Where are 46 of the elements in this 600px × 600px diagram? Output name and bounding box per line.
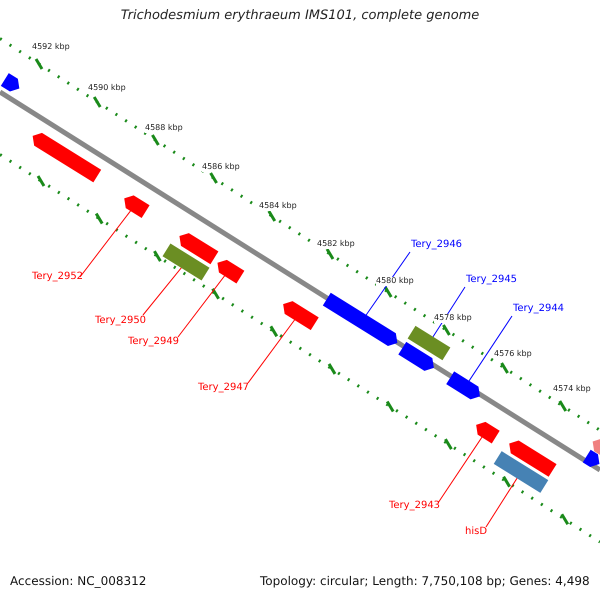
gene-bar	[162, 244, 210, 280]
scale-label: 4578 kbp	[434, 314, 472, 323]
gene-label: hisD	[465, 526, 488, 537]
gene-arrow-shape	[446, 371, 480, 400]
gene-arrow-shape	[283, 301, 319, 330]
scale-label: 4586 kbp	[202, 163, 240, 172]
footer-text: Topology: circular; Length: 7,750,108 bp; Genes: 4,498	[260, 575, 590, 588]
scale-label: 4582 kbp	[317, 240, 355, 249]
scale-label: 4592 kbp	[32, 43, 70, 52]
gene-label: Tery_2947	[198, 382, 250, 393]
leader-line	[248, 319, 296, 384]
gene-arrow-shape	[582, 450, 600, 468]
gene-label: Tery_2945	[466, 274, 518, 285]
title: Trichodesmium erythraeum IMS101, complete genome	[120, 9, 480, 24]
scale-label: 4574 kbp	[553, 385, 591, 394]
footer-text: Accession: NC_008312	[10, 575, 146, 588]
gene-bar	[494, 451, 548, 493]
gene-arrow-shape	[476, 422, 500, 444]
gene-arrow-shape	[217, 260, 244, 284]
scale-label: 4590 kbp	[88, 84, 126, 93]
leader-line	[486, 477, 518, 528]
leader-line	[178, 274, 226, 338]
gene-label: Tery_2950	[95, 315, 146, 326]
leader-line	[438, 436, 483, 504]
gene-arrow-shape	[32, 132, 102, 182]
gene-arrow-shape	[322, 292, 398, 346]
gene-label: Tery_2944	[513, 303, 564, 314]
gene-label: Tery_2946	[411, 239, 462, 250]
scale-label: 4588 kbp	[145, 124, 183, 133]
gene-arrow-shape	[124, 195, 150, 218]
scale-label: 4576 kbp	[494, 350, 532, 359]
gene-label: Tery_2943	[389, 500, 440, 511]
scale-label: 4584 kbp	[259, 202, 297, 211]
gene-label: Tery_2952	[32, 271, 84, 282]
leader-line	[468, 316, 512, 382]
gene-label: Tery_2949	[128, 336, 180, 347]
gene-arrow-shape	[509, 440, 557, 477]
leader-line	[365, 252, 410, 316]
gene-arrow-shape	[398, 342, 434, 371]
scale-label: 4580 kbp	[376, 277, 414, 286]
gene-arrow-shape	[179, 233, 218, 264]
gene-arrow-shape	[592, 438, 600, 457]
gene-arrow-shape	[0, 73, 20, 92]
gene-bar	[408, 326, 450, 360]
leader-line	[142, 266, 182, 316]
leader-line	[80, 210, 132, 278]
